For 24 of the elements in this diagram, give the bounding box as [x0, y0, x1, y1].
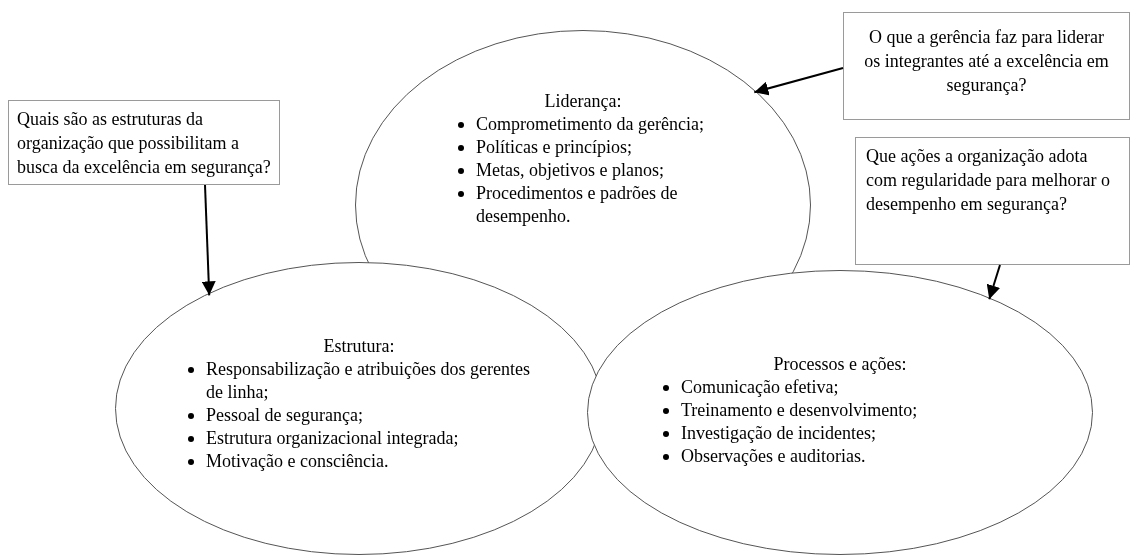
question-box	[855, 137, 1130, 265]
bullet-item: Comunicação efetiva;	[681, 376, 839, 399]
bullet-item: Políticas e princípios;	[476, 136, 632, 159]
arrow	[201, 184, 216, 297]
bullet-item: Procedimentos e padrões de desempenho.	[476, 182, 679, 228]
bullet-item: Observações e auditorias.	[681, 445, 866, 468]
bullet-item: Treinamento e desenvolvimento;	[681, 399, 918, 422]
bullet-item: Pessoal de segurança;	[206, 404, 363, 427]
ellipse-heading: Processos e ações:	[772, 353, 908, 376]
ellipse-heading: Estrutura:	[322, 335, 396, 358]
arrow	[753, 67, 844, 96]
ellipse-heading: Liderança:	[543, 90, 623, 113]
bullet-item: Motivação e consciência.	[206, 450, 389, 473]
question-box	[843, 12, 1130, 120]
bullet-item: Responsabilização e atribuições dos gerentes de linha;	[206, 358, 531, 404]
bullet-item: Metas, objetivos e planos;	[476, 159, 664, 182]
question-text: Que ações a organização adota com regularidade para melhorar o desempenho em segurança?	[866, 145, 1111, 216]
bullet-item: Investigação de incidentes;	[681, 422, 876, 445]
arrow	[986, 264, 1001, 301]
question-text: O que a gerência faz para liderar os integrantes até a excelência em segurança?	[864, 26, 1109, 97]
question-box	[8, 100, 280, 185]
bullet-item: Comprometimento da gerência;	[476, 113, 704, 136]
question-text: Quais são as estruturas da organização que possibilitam a busca da excelência em segurança?	[17, 108, 271, 179]
bullet-item: Estrutura organizacional integrada;	[206, 427, 459, 450]
